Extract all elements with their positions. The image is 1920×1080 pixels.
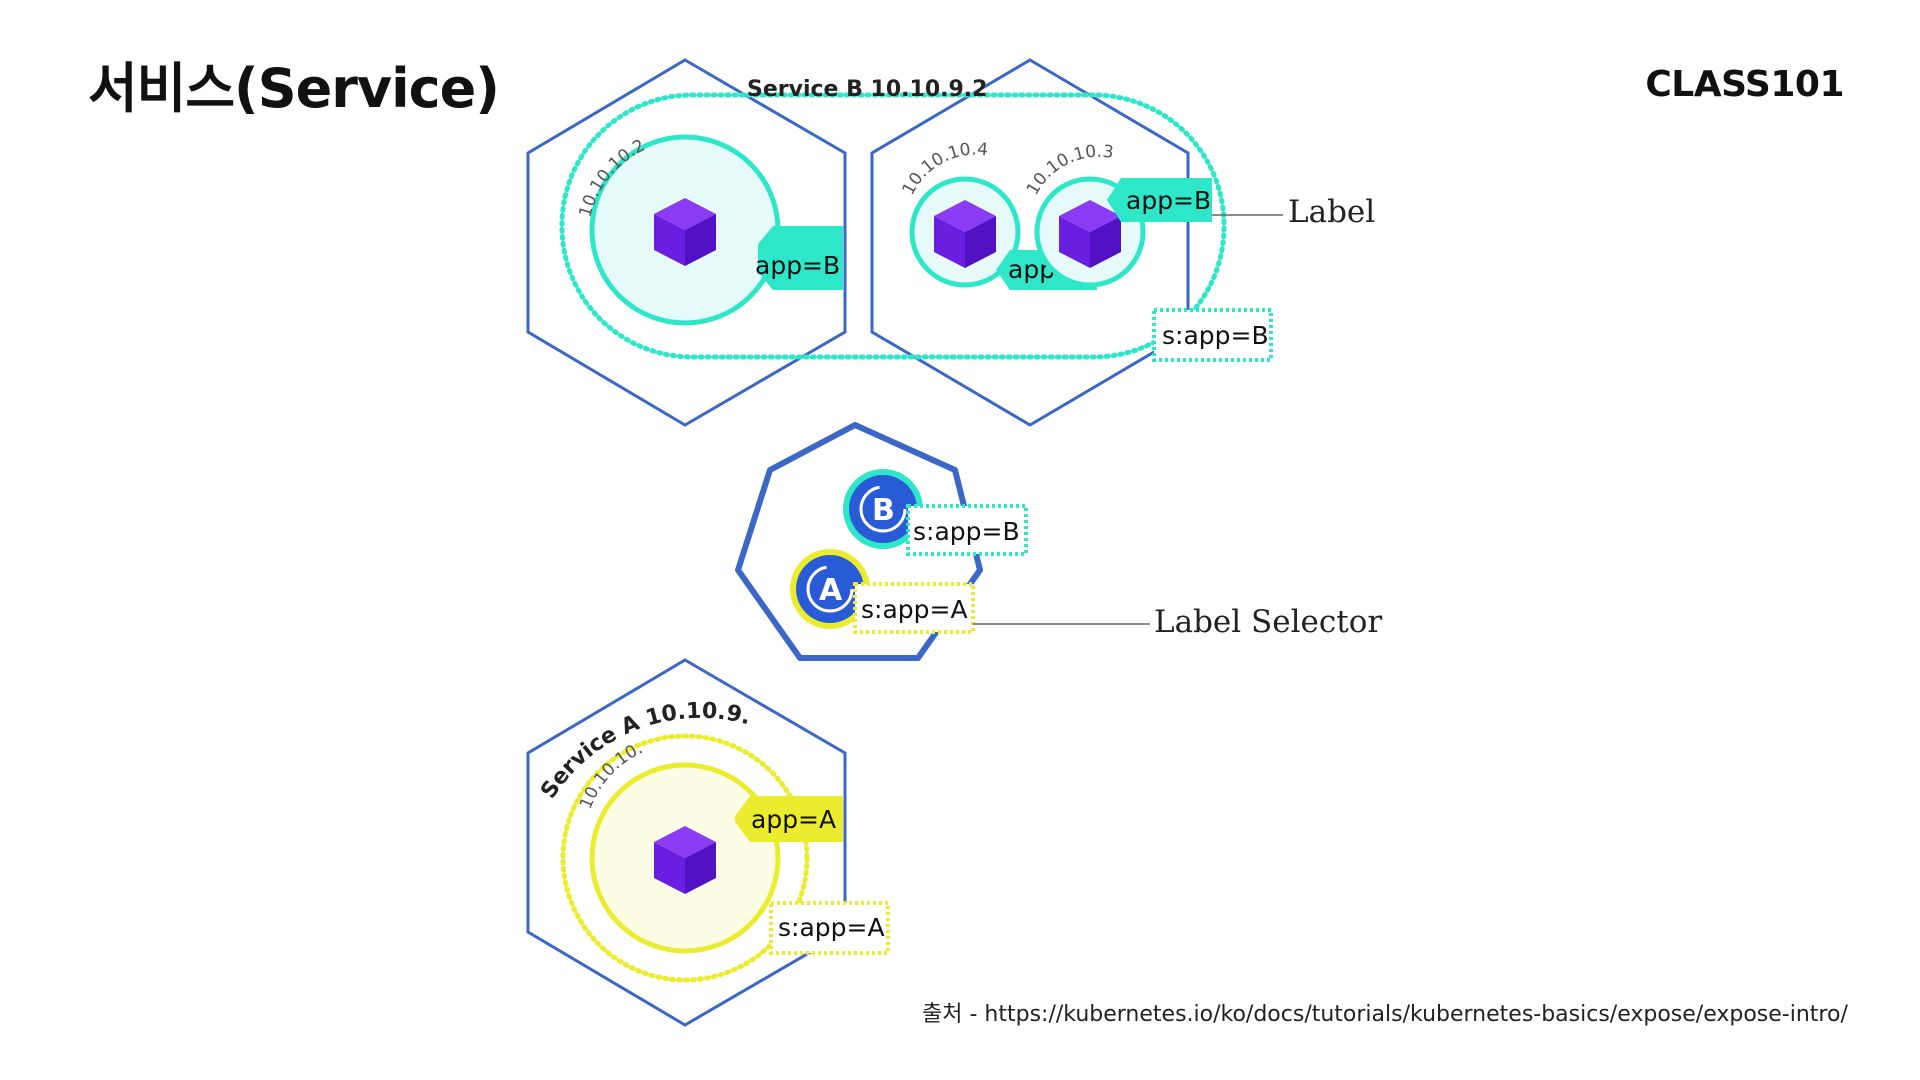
svg-text:B: B — [872, 493, 895, 528]
node-hexagon-3 — [526, 658, 847, 1027]
label-callout: Label — [1288, 194, 1375, 230]
brand-logo: CLASS101 — [1645, 64, 1844, 105]
pod-label-tag: app=A — [735, 796, 843, 842]
service-b-badge: B — [843, 469, 923, 549]
svg-text:A: A — [819, 573, 843, 608]
svg-text:s:app=A: s:app=A — [861, 595, 968, 624]
pod-label-tag: app=B — [755, 226, 843, 290]
service-b-label: Service B 10.10.9.2 — [747, 77, 987, 102]
service-a-badge: A — [790, 549, 870, 629]
svg-text:app=B: app=B — [1126, 186, 1211, 215]
pod-ip: 10.10.10.1 — [0, 0, 646, 812]
service-b-boundary — [559, 92, 1227, 360]
control-plane-heptagon — [735, 422, 983, 661]
svg-text:app=A: app=A — [751, 805, 836, 834]
svg-text:s:app=B: s:app=B — [913, 517, 1020, 546]
slide-title: 서비스(Service) — [88, 57, 500, 120]
service-a-boundary — [560, 733, 810, 983]
svg-text:app=B: app=B — [755, 251, 840, 280]
svg-text:s:app=B: s:app=B — [1162, 321, 1269, 350]
service-a-label: Service A 10.10.9.1 — [0, 0, 753, 803]
service-b-selector-tag: s:app=B — [1152, 308, 1273, 362]
selector-tag-a: s:app=A — [853, 582, 975, 634]
label-selector-callout: Label Selector — [1154, 604, 1382, 640]
node-hexagon-2 — [870, 58, 1190, 427]
svg-text:s:app=A: s:app=A — [778, 913, 885, 942]
node-hexagon-1 — [526, 58, 847, 427]
source-citation: 출처 - https://kubernetes.io/ko/docs/tutor… — [922, 1002, 1848, 1027]
service-a-selector-tag: s:app=A — [769, 901, 890, 955]
selector-tag-b: s:app=B — [906, 504, 1028, 556]
pod-label-tag: app=B — [1107, 178, 1212, 222]
